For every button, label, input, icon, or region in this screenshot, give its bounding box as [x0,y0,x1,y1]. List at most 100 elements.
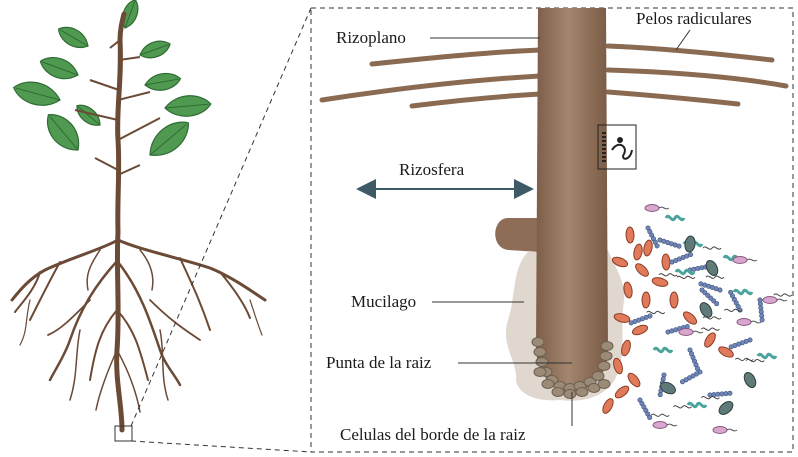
label-pelos-radiculares: Pelos radiculares [636,9,752,28]
bacterium-flagellated [737,319,761,326]
bacterium-rod [631,323,649,336]
bacterium-rod [662,254,671,270]
bacterium-spiral [654,348,672,351]
border-cell [600,352,612,361]
bacterium-rod [601,397,616,415]
bacterium-rod [643,239,654,256]
border-cell [532,338,544,347]
root-branch [12,240,118,300]
leaf [137,37,172,62]
bacterium-chain [680,369,703,385]
label-rizosfera: Rizosfera [399,160,465,179]
bacterium-oval [684,235,696,252]
bacterium-thread [701,328,719,330]
bacterium-chain [628,313,652,325]
bacterium-chain [669,252,693,265]
root-branch [48,300,90,335]
plant-leaves [11,0,212,175]
leaf-petiole [118,165,140,175]
bacterium-chain [687,347,700,371]
bacterium-flagellated [645,205,669,212]
bacteria-cluster [601,205,792,434]
bacterium-oval [742,371,758,390]
leaf [164,94,212,118]
leaf [11,77,63,110]
bacterium-flagellated [713,427,737,434]
root-branch [250,300,262,335]
bacterium-rod [626,371,642,388]
leaf [144,71,182,93]
bacterium-rod [651,276,668,288]
plant-stem [118,14,124,232]
label-punta-raiz: Punta de la raiz [326,353,432,372]
border-cell [576,388,588,397]
border-cell [542,380,554,389]
leader-pelos [676,30,690,50]
bacterium-chain [657,237,682,249]
bacterium-flagellated [653,422,677,429]
leaf [143,114,196,164]
root-branch [140,250,153,290]
bacterium-flagellated [679,329,703,336]
bacterium-spiral [688,403,706,406]
label-mucilago: Mucilago [351,292,416,311]
border-cell [564,390,576,399]
border-cell [552,388,564,397]
bacterium-thread [673,406,691,408]
lateral-root [495,218,540,252]
bacterium-thread [659,274,677,276]
border-cell [601,342,613,351]
bacterium-rod [623,281,634,298]
plant-roots [12,232,265,430]
root-branch [118,240,265,300]
bacterium-oval [704,259,720,278]
border-cell [534,368,546,377]
bacterium-rod [626,227,635,243]
label-rizoplano: Rizoplano [336,28,406,47]
bacterium-rod [633,243,644,260]
root-branch [150,300,200,340]
bacterium-thread [703,317,721,319]
bacterium-thread [735,358,753,360]
leaf-petiole [118,118,160,140]
leaf-petiole [118,92,150,100]
border-cell [536,358,548,367]
bacterium-flagellated [763,297,787,304]
border-cell [534,348,546,357]
root-branch [117,310,148,380]
root-branch [220,272,250,318]
bacterium-chain [728,337,752,349]
bacterium-thread [706,276,724,278]
leaf-petiole [95,158,118,170]
bacterium-spiral [666,216,684,219]
bacterium-thread [703,247,721,249]
bacterium-rod [670,292,678,308]
bacterium-rod [702,331,717,349]
bacterium-rod [681,310,698,327]
root-branch [180,258,210,330]
bacterium-thread [651,414,669,416]
bacterium-rod [613,384,630,400]
bacterium-thread [774,294,792,296]
border-cell [598,380,610,389]
label-celulas-borde: Celulas del borde de la raiz [340,425,526,444]
bacterium-oval [717,399,736,417]
bacterium-flagellated [733,257,757,264]
main-root [536,8,608,392]
root-branch [96,350,117,410]
root-branch [20,300,30,345]
root-branch [90,310,117,380]
leaf [54,22,92,53]
leaf-petiole [90,80,119,90]
bacterium-thread [677,276,695,278]
plant-illustration [11,0,265,441]
bacterium-spiral [734,290,752,293]
border-cell [592,372,604,381]
leaf [37,52,81,83]
border-cell [598,362,610,371]
root-branch [70,330,80,400]
bacterium-chain [637,397,653,420]
bacterium-spiral [758,354,776,357]
bacterium-rod [633,262,650,279]
bacterium-thread [647,311,665,313]
